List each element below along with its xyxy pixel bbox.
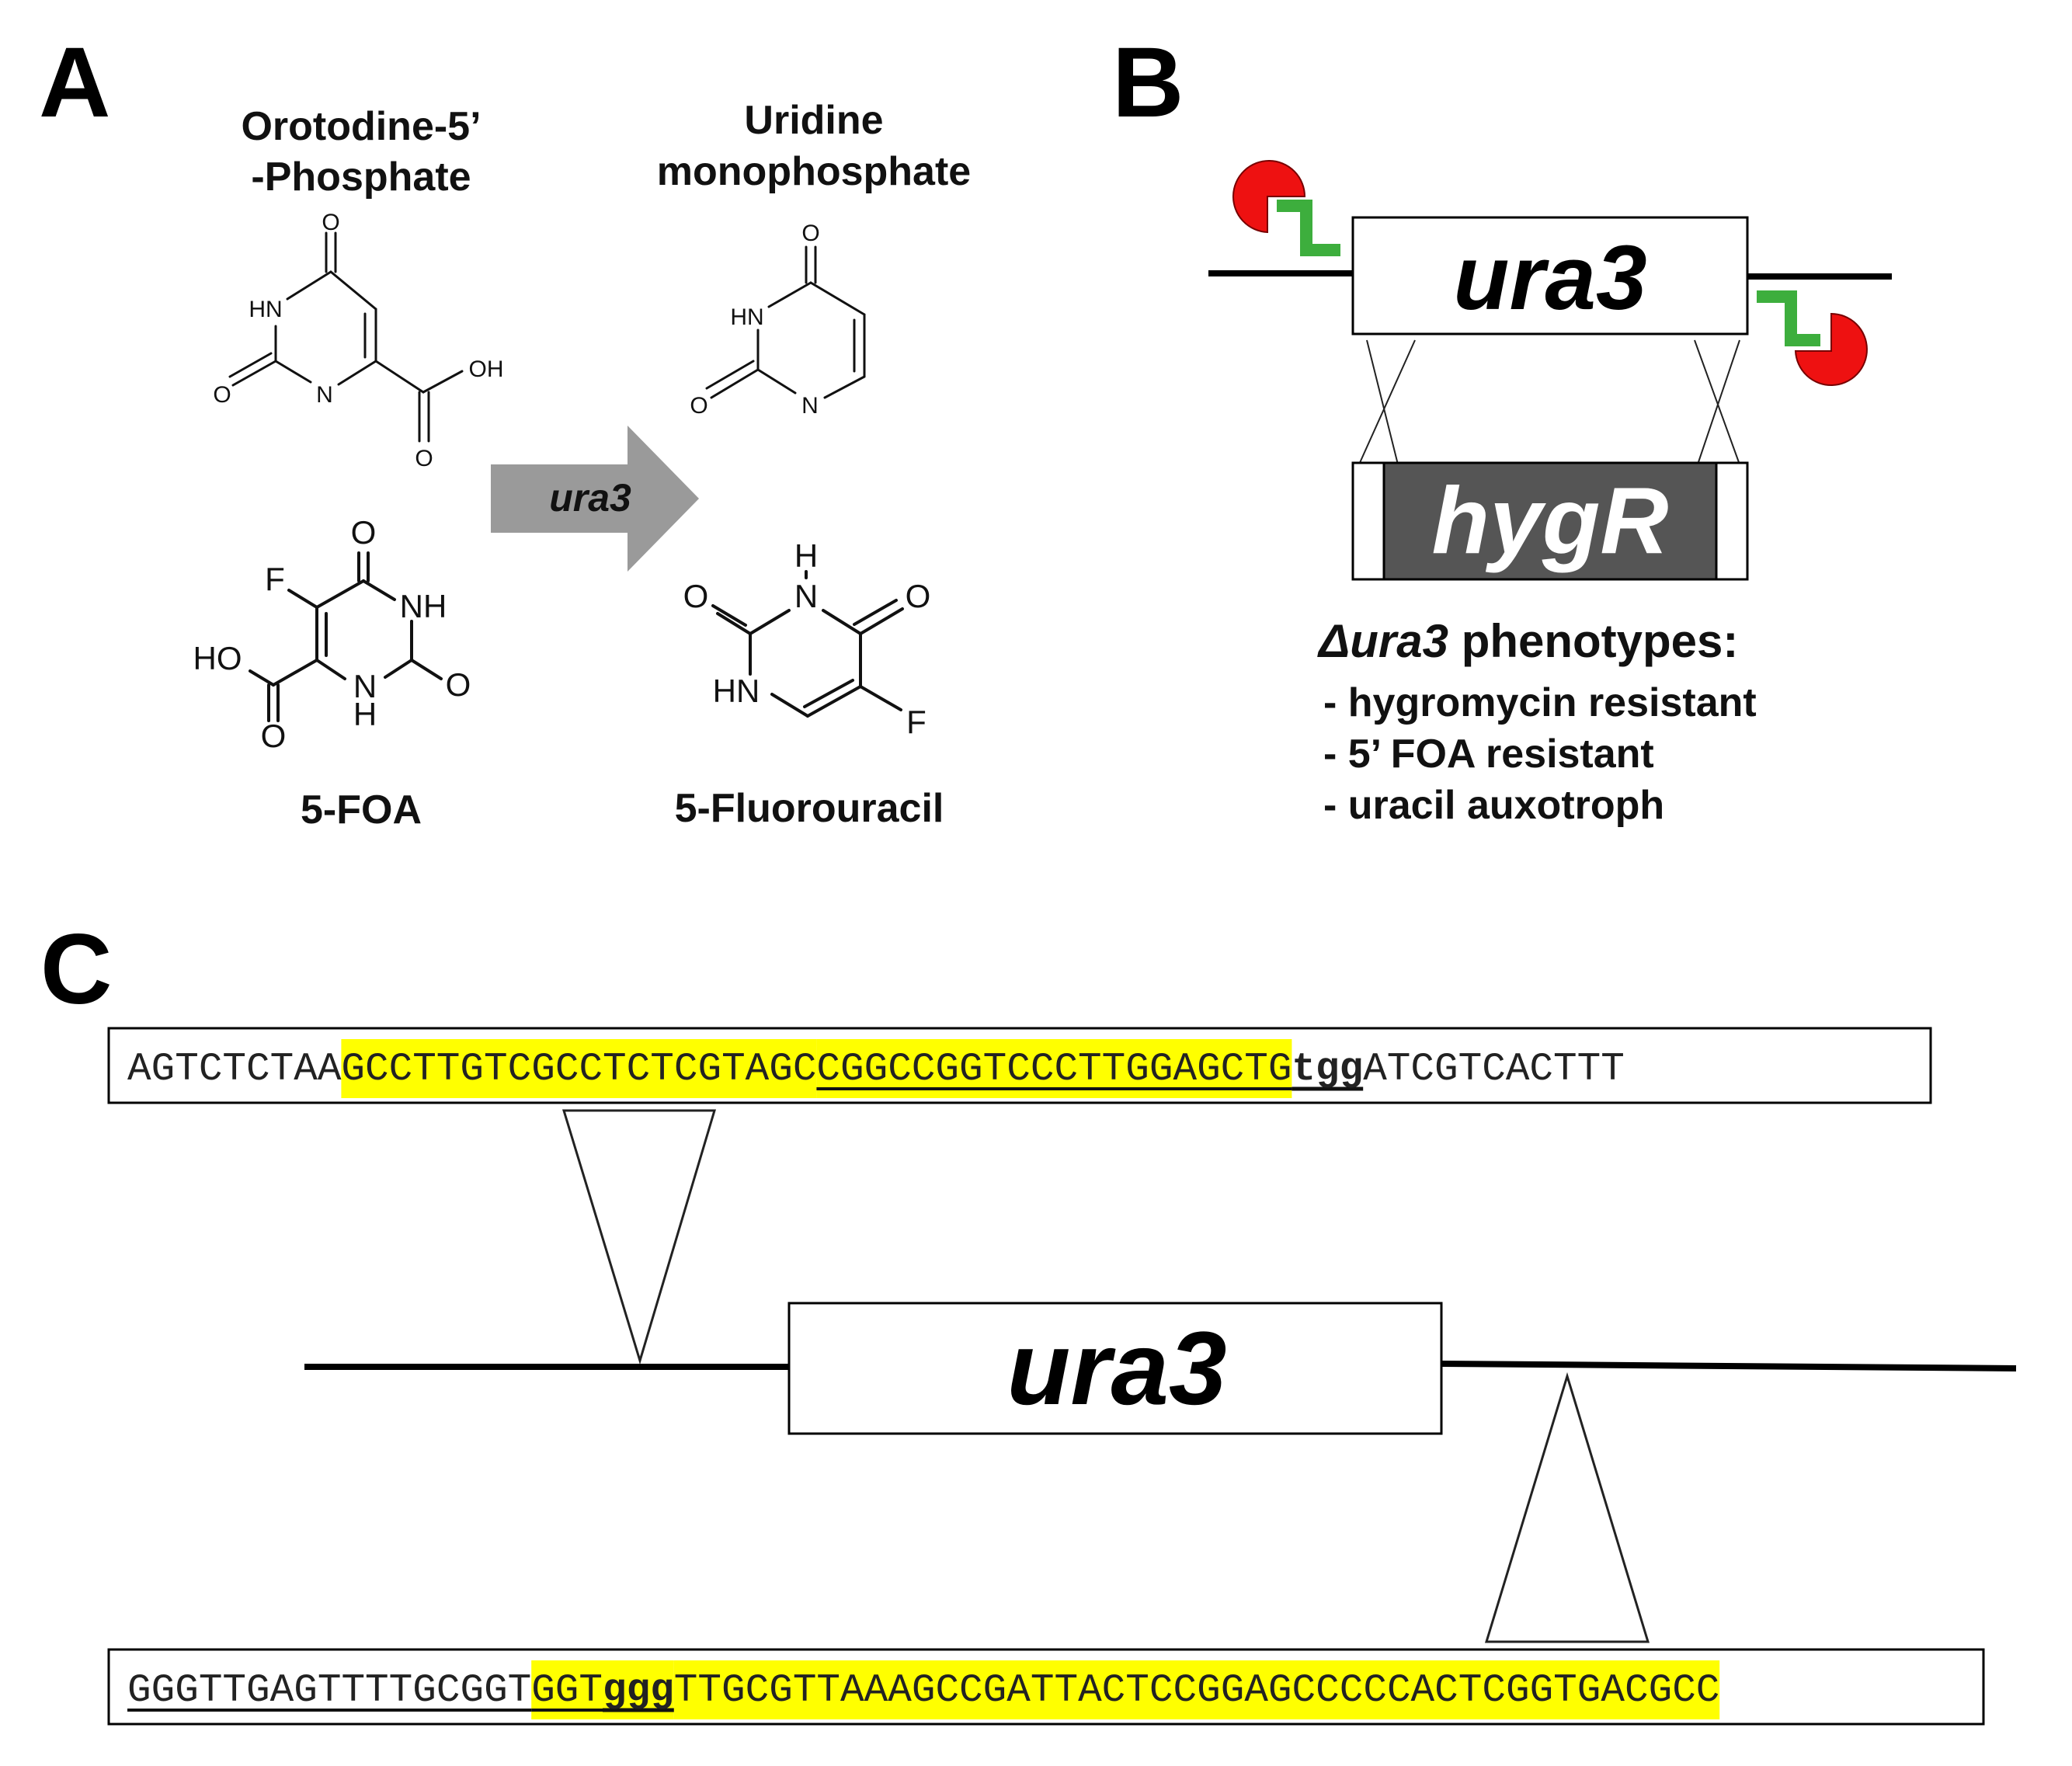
sequence-highlight bbox=[341, 1039, 817, 1098]
ura3-gene-label-c: ura3 bbox=[1006, 1311, 1226, 1427]
atom-nh: NH bbox=[400, 588, 447, 624]
5-foa-structure: O F NH HO N H O O bbox=[193, 514, 471, 754]
atom-o: O bbox=[261, 718, 287, 754]
hygr-marker-fill bbox=[1382, 461, 1718, 581]
sequence-segment: GGGTTGAGTTTTGCGGT bbox=[127, 1669, 531, 1713]
atom-o: O bbox=[446, 666, 471, 703]
hygr-label: hygR bbox=[1432, 468, 1669, 573]
atom-oh: OH bbox=[469, 356, 504, 382]
phenotype-item: - hygromycin resistant bbox=[1323, 680, 1757, 725]
phenotype-title-gene: Δura3 bbox=[1317, 615, 1448, 667]
atom-o: O bbox=[415, 446, 433, 471]
bottom-sequence-highlights bbox=[531, 1660, 1720, 1719]
panel-a-letter: A bbox=[39, 27, 110, 138]
sequence-segment: CGGCCGGTCCCTTGGAGCTG bbox=[816, 1048, 1292, 1092]
reactant-top-name-line2: -Phosphate bbox=[251, 155, 471, 200]
sequence-segment: tgg bbox=[1292, 1048, 1363, 1092]
sequence-segment: ggg bbox=[603, 1669, 674, 1713]
orotidine-structure: O HN N O OH O bbox=[213, 210, 503, 471]
sequence-segment: TTGCGTTAAAGCCGATTACTCCGGAGCCCCCACTCGGTGA… bbox=[674, 1669, 1720, 1713]
top-sequence-text: AGTCTCTAAGCCTTGTCGCCTCTCGTAGCCGGCCGGTCCC… bbox=[127, 1048, 1625, 1092]
atom-o: O bbox=[906, 578, 931, 614]
cas9-guide-icon bbox=[1757, 290, 1868, 386]
atom-o: O bbox=[351, 514, 377, 551]
atom-f: F bbox=[265, 561, 285, 597]
product-top-name-line1: Uridine bbox=[744, 98, 883, 143]
bottom-sequence-box: GGGTTGAGTTTTGCGGTGGTgggTTGCGTTAAAGCCGATT… bbox=[107, 1648, 1985, 1726]
atom-hn: HN bbox=[249, 297, 282, 322]
hygr-cassette: hygR bbox=[1351, 461, 1749, 581]
atom-f: F bbox=[906, 704, 926, 740]
product-top-name-line2: monophosphate bbox=[657, 149, 971, 194]
arrow-shape bbox=[491, 426, 699, 572]
insertion-wedge-top bbox=[561, 1109, 717, 1365]
reactant-top-name-line1: Orotodine-5’ bbox=[241, 104, 481, 149]
product-bottom-name: 5-Fluorouracil bbox=[675, 786, 944, 831]
atom-n: N bbox=[801, 393, 819, 419]
sequence-segment: GGT bbox=[531, 1669, 603, 1713]
atom-o: O bbox=[213, 382, 231, 408]
arrow-enzyme-label: ura3 bbox=[549, 476, 631, 520]
top-sequence-box: AGTCTCTAAGCCTTGTCGCCTCTCGTAGCCGGCCGGTCCC… bbox=[107, 1027, 1932, 1104]
sequence-segment: ATCGTCACTTT bbox=[1363, 1048, 1625, 1092]
homologous-recombination-lines bbox=[1358, 339, 1740, 465]
ura3-locus: ura3 bbox=[1208, 216, 1892, 335]
atom-o: O bbox=[322, 210, 339, 235]
panel-b-letter: B bbox=[1112, 27, 1184, 138]
sequence-highlight bbox=[673, 1660, 1720, 1719]
insertion-wedge-bottom bbox=[1484, 1371, 1650, 1643]
panel-c-letter: C bbox=[40, 914, 112, 1025]
atom-n: N bbox=[353, 668, 377, 704]
ura3-gene-label: ura3 bbox=[1453, 227, 1646, 329]
phenotype-item: - 5’ FOA resistant bbox=[1323, 732, 1654, 777]
atom-o: O bbox=[801, 221, 819, 246]
atom-n: N bbox=[794, 578, 818, 614]
atom-n: N bbox=[316, 382, 333, 408]
atom-o: O bbox=[690, 393, 707, 419]
atom-o: O bbox=[683, 578, 709, 614]
bottom-sequence-text: GGGTTGAGTTTTGCGGTGGTgggTTGCGTTAAAGCCGATT… bbox=[127, 1669, 1719, 1713]
ura3-gene-box-c bbox=[787, 1302, 1443, 1435]
ura3-gene-box bbox=[1351, 216, 1749, 335]
ump-structure: O HN N O bbox=[690, 221, 866, 419]
cas9-guide-icon bbox=[1232, 160, 1340, 256]
phenotype-title-text: phenotypes: bbox=[1448, 615, 1738, 667]
atom-ho: HO bbox=[193, 640, 242, 676]
chromosome-line bbox=[1441, 1361, 2017, 1371]
phenotype-title: Δura3 phenotypes: bbox=[1317, 615, 1738, 667]
ura3-reaction-arrow: ura3 bbox=[491, 426, 699, 572]
atom-h: H bbox=[353, 696, 377, 732]
atom-h: H bbox=[794, 537, 818, 574]
reactant-bottom-name: 5-FOA bbox=[301, 787, 422, 833]
phenotype-item: - uracil auxotroph bbox=[1323, 783, 1664, 828]
sequence-segment: AGTCTCTAA bbox=[127, 1048, 342, 1092]
5-fluorouracil-structure: H N O O HN F bbox=[683, 537, 931, 740]
atom-hn: HN bbox=[713, 673, 760, 709]
sequence-segment: GCCTTGTCGCCTCTCGTAGC bbox=[341, 1048, 816, 1092]
atom-hn: HN bbox=[730, 304, 763, 330]
